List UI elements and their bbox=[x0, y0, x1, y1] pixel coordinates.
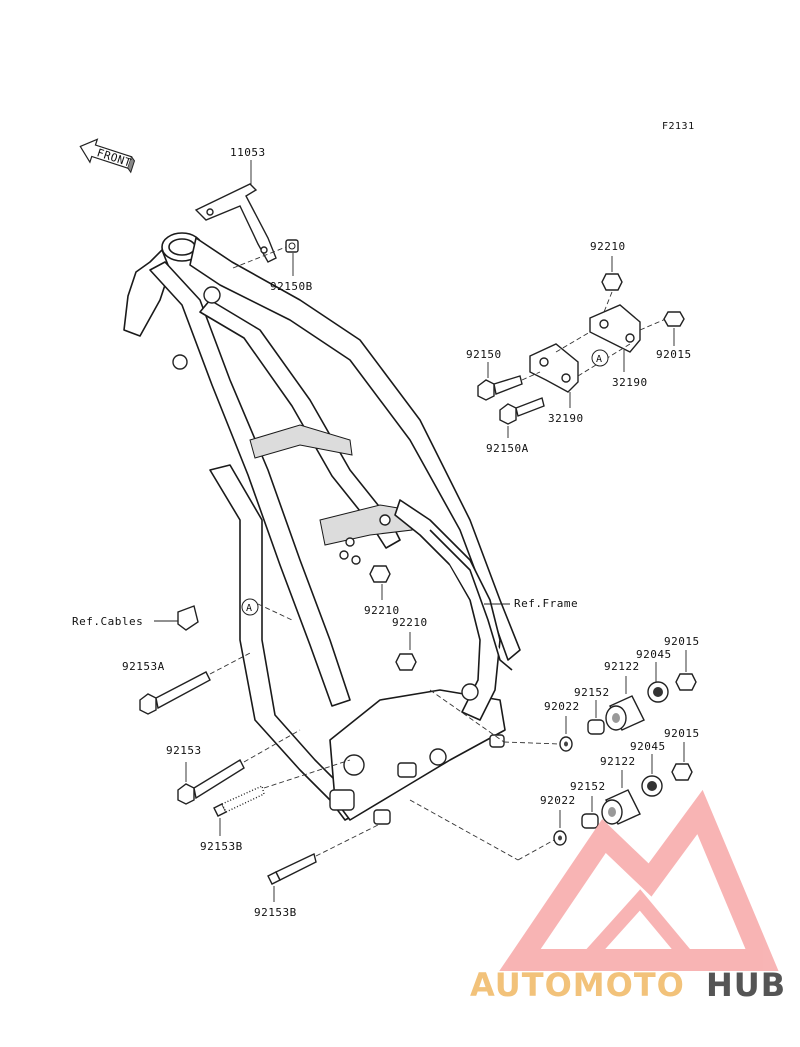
figure-code: F2131 bbox=[662, 121, 695, 132]
watermark-triangle-icon bbox=[499, 789, 779, 971]
washer-92022-r2 bbox=[553, 830, 567, 846]
collar-92122-r1 bbox=[605, 695, 645, 731]
label-92150A: 92150A bbox=[486, 442, 529, 455]
label-11053: 11053 bbox=[230, 146, 266, 159]
watermark-brand-part1: AUTOMOTO bbox=[470, 966, 685, 1004]
svg-text:A: A bbox=[596, 354, 603, 365]
bolt-92150A bbox=[499, 397, 545, 425]
marker-a-mid: A bbox=[241, 598, 259, 616]
label-92153: 92153 bbox=[166, 744, 202, 757]
bracket-32190-a bbox=[589, 304, 641, 353]
washer-92022-r1 bbox=[559, 736, 573, 752]
label-92210-low: 92210 bbox=[392, 616, 428, 629]
cable-clip-icon bbox=[177, 605, 199, 631]
label-92153B-a: 92153B bbox=[200, 840, 243, 853]
label-92022-r1: 92022 bbox=[544, 700, 580, 713]
label-92210-mid: 92210 bbox=[364, 604, 400, 617]
label-92122-r2: 92122 bbox=[600, 755, 636, 768]
front-label: FRONT bbox=[95, 146, 133, 169]
bolt-92153B-a bbox=[213, 785, 265, 817]
frame-drawing bbox=[123, 232, 521, 825]
spacer-92152-r2 bbox=[581, 813, 599, 829]
label-ref-frame: Ref.Frame bbox=[514, 597, 578, 610]
bracket-11053 bbox=[194, 183, 277, 263]
watermark-brand-part2: HUB bbox=[706, 966, 786, 1004]
label-92015-r2: 92015 bbox=[664, 727, 700, 740]
bearing-92045-r1 bbox=[647, 681, 669, 703]
bolt-92153B-b bbox=[267, 853, 317, 885]
nut-92210-top bbox=[601, 273, 623, 291]
nut-92210-low bbox=[395, 653, 417, 671]
label-92152-r1: 92152 bbox=[574, 686, 610, 699]
nut-92150B bbox=[285, 239, 299, 253]
label-92150B: 92150B bbox=[270, 280, 313, 293]
label-32190-b: 32190 bbox=[548, 412, 584, 425]
nut-92015-r1 bbox=[675, 673, 697, 691]
bolt-92153A bbox=[139, 671, 211, 715]
label-92015-r1: 92015 bbox=[664, 635, 700, 648]
label-92015-top: 92015 bbox=[656, 348, 692, 361]
watermark-logo bbox=[499, 789, 779, 971]
bracket-32190-b bbox=[529, 343, 579, 393]
label-92022-r2: 92022 bbox=[540, 794, 576, 807]
label-32190-a: 32190 bbox=[612, 376, 648, 389]
label-92210-top: 92210 bbox=[590, 240, 626, 253]
svg-text:A: A bbox=[246, 603, 253, 614]
bolt-92150 bbox=[477, 375, 523, 401]
nut-92210-mid bbox=[369, 565, 391, 583]
label-92045-r1: 92045 bbox=[636, 648, 672, 661]
bearing-92045-r2 bbox=[641, 775, 663, 797]
nut-92015-top bbox=[663, 311, 685, 327]
spacer-92152-r1 bbox=[587, 719, 605, 735]
label-92045-r2: 92045 bbox=[630, 740, 666, 753]
marker-a-top: A bbox=[591, 349, 609, 367]
label-92122-r1: 92122 bbox=[604, 660, 640, 673]
label-92153A: 92153A bbox=[122, 660, 165, 673]
bolt-92153 bbox=[177, 759, 245, 805]
collar-92122-r2 bbox=[601, 789, 641, 825]
nut-92015-r2 bbox=[671, 763, 693, 781]
label-92152-r2: 92152 bbox=[570, 780, 606, 793]
front-arrow-icon: FRONT bbox=[79, 138, 136, 174]
label-92153B-b: 92153B bbox=[254, 906, 297, 919]
label-ref-cables: Ref.Cables bbox=[72, 615, 143, 628]
label-92150: 92150 bbox=[466, 348, 502, 361]
